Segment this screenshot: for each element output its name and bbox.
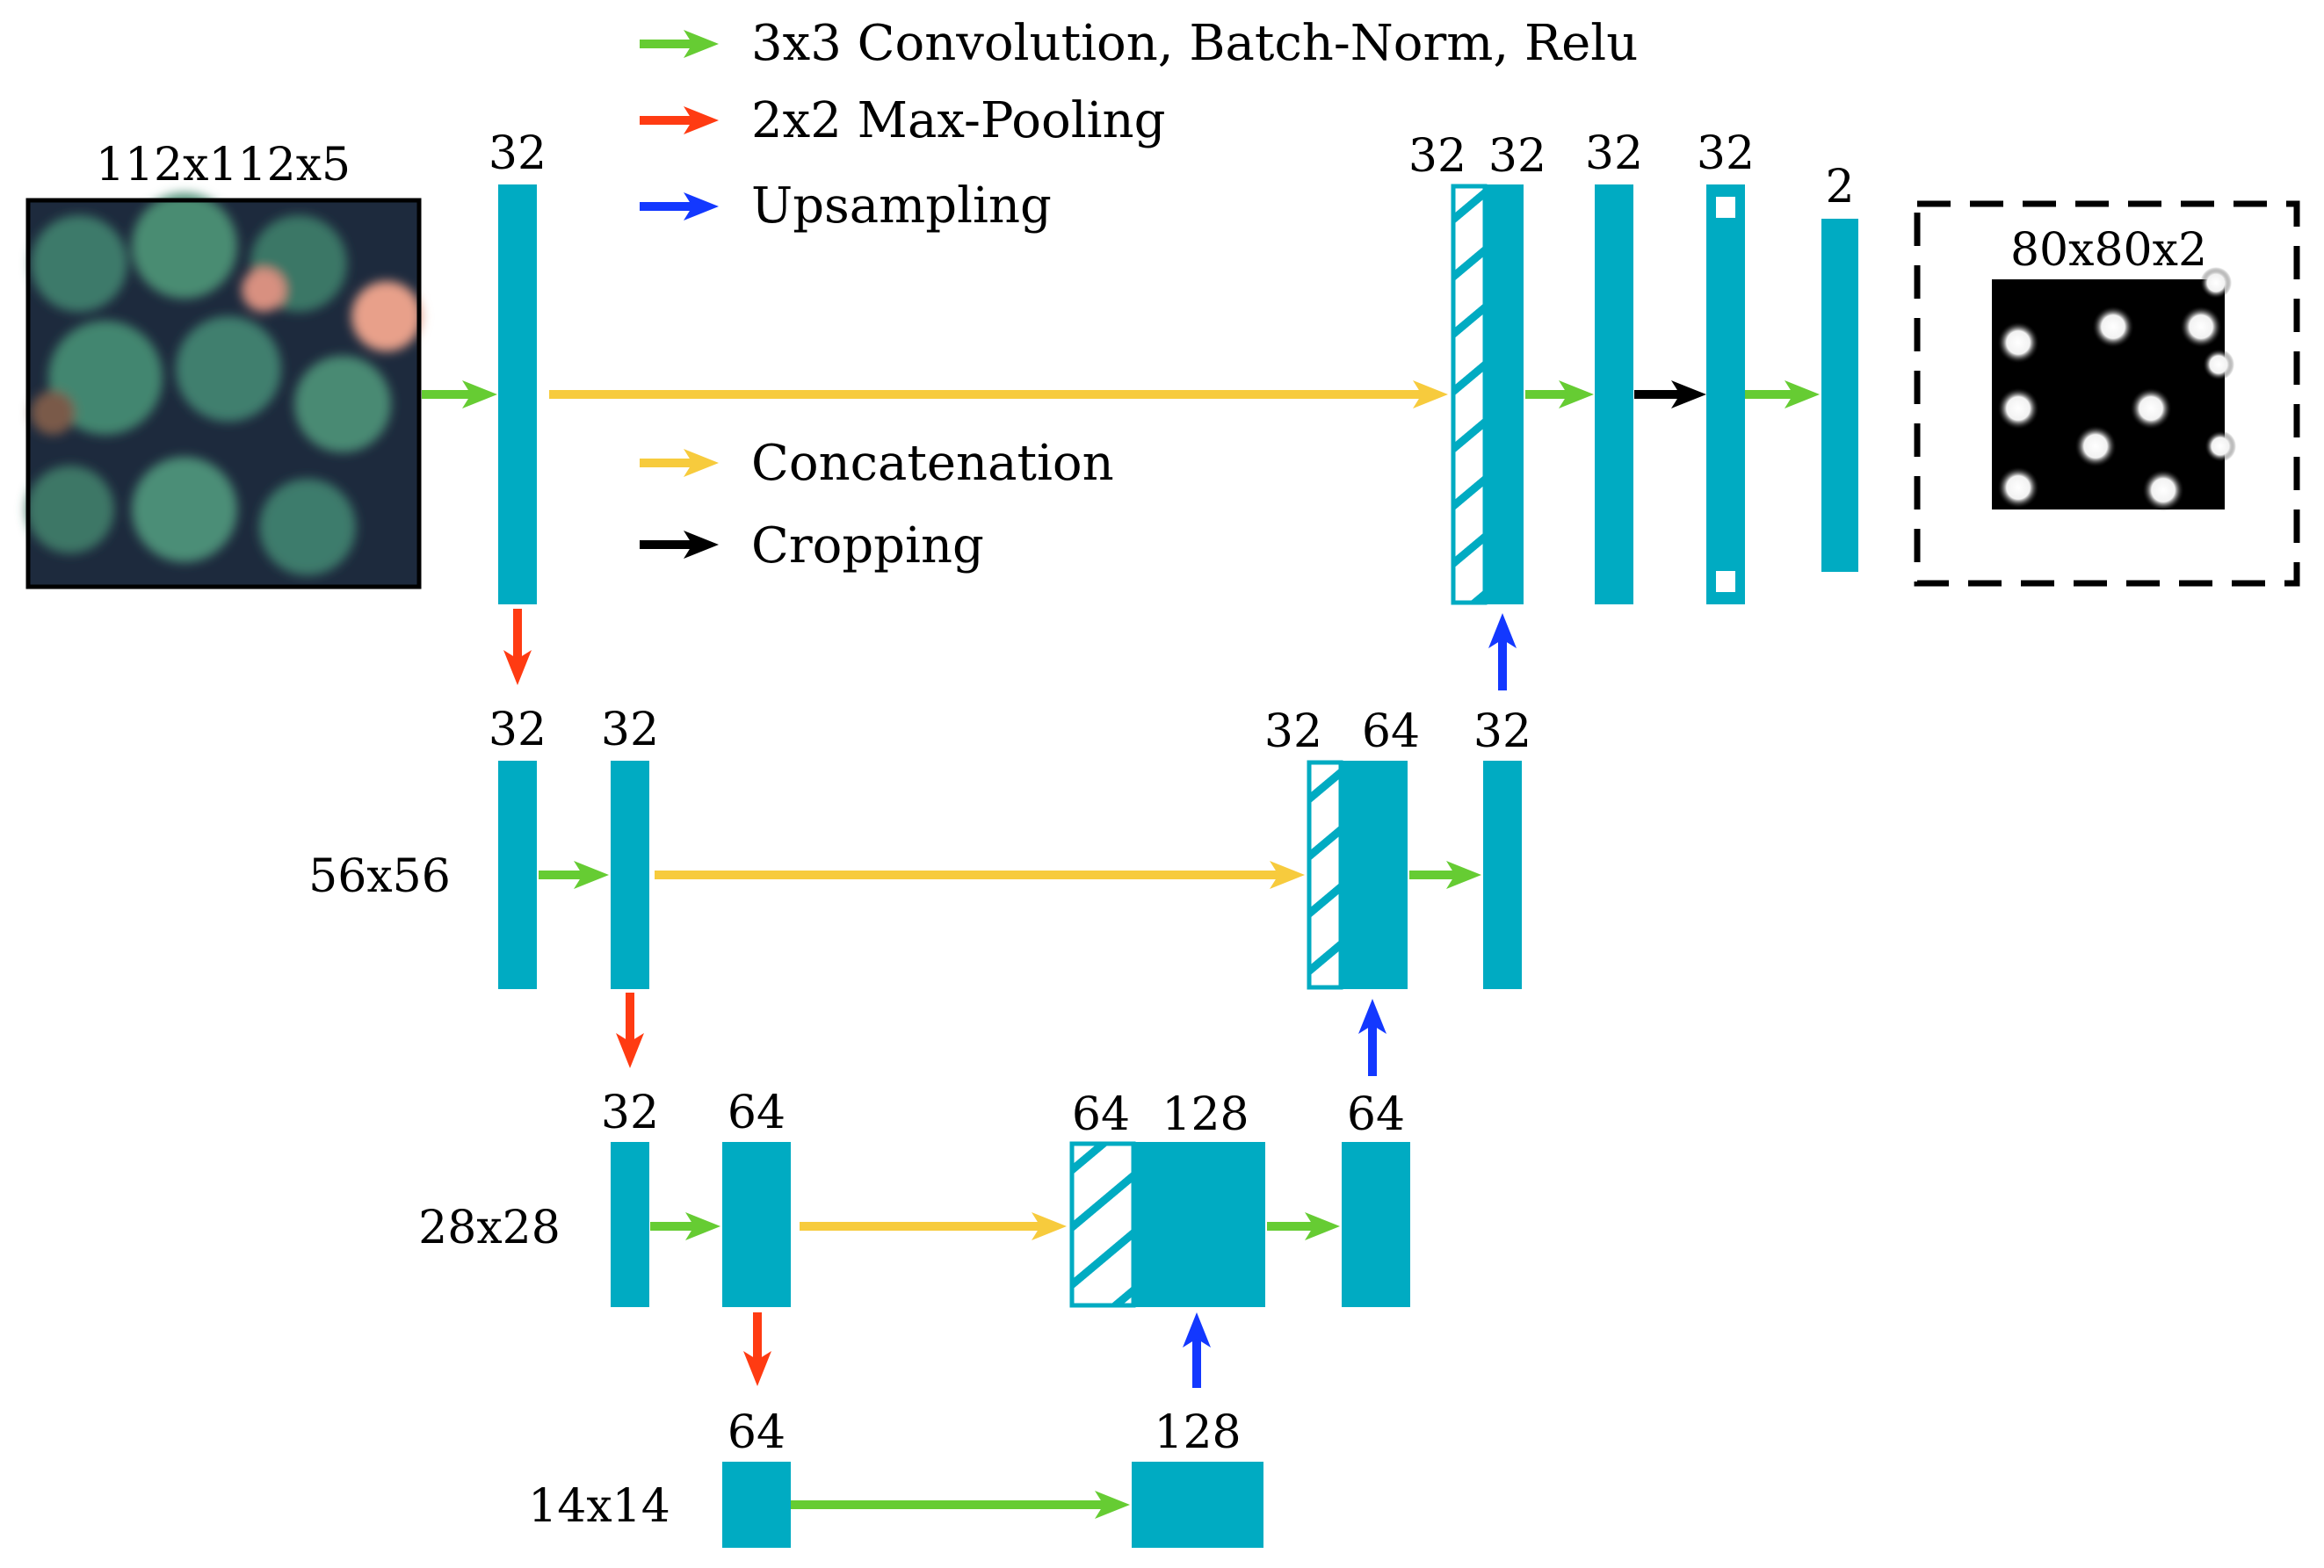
arrow-conv-l2-dec bbox=[1267, 1212, 1340, 1240]
enc-l1-block-b bbox=[611, 761, 649, 989]
arrow-up-1 bbox=[1488, 613, 1517, 690]
enc-l2-a-channels: 32 bbox=[601, 1087, 659, 1139]
output-size-label: 80x80x2 bbox=[2010, 224, 2207, 277]
enc-l3-block bbox=[722, 1462, 791, 1548]
dec-l1-skip-channels: 32 bbox=[1264, 705, 1322, 758]
output-block bbox=[1821, 219, 1858, 572]
bottleneck-block bbox=[1132, 1462, 1263, 1548]
dec-l1-up-channels: 64 bbox=[1362, 705, 1420, 758]
output-channels: 2 bbox=[1825, 161, 1854, 213]
arrow-pool-1 bbox=[503, 609, 532, 685]
dec-top-up-channels: 32 bbox=[1488, 130, 1546, 183]
legend: 3x3 Convolution, Batch-Norm, Relu 2x2 Ma… bbox=[640, 15, 1638, 574]
legend-conv-label: 3x3 Convolution, Batch-Norm, Relu bbox=[751, 15, 1638, 72]
res-28-label: 28x28 bbox=[418, 1202, 561, 1254]
enc-l1-block-a bbox=[498, 761, 537, 989]
enc-top-channels: 32 bbox=[489, 127, 547, 180]
legend-conv: 3x3 Convolution, Batch-Norm, Relu bbox=[640, 15, 1638, 72]
dec-top-conv-block bbox=[1595, 184, 1633, 604]
dec-l2-concat-block bbox=[1069, 1141, 1265, 1308]
arrow-up-3 bbox=[1183, 1312, 1211, 1388]
output-image bbox=[1914, 200, 2300, 587]
dec-top-conv-channels: 32 bbox=[1585, 127, 1643, 180]
dec-l1-concat-block bbox=[1307, 760, 1408, 990]
arrow-pool-3 bbox=[743, 1312, 771, 1386]
enc-l1-b-channels: 32 bbox=[601, 704, 659, 756]
dec-top-concat-block bbox=[1451, 184, 1524, 605]
input-size-label: 112x112x5 bbox=[96, 139, 351, 191]
enc-top-block bbox=[498, 184, 537, 604]
legend-concat: Concatenation bbox=[640, 435, 1114, 492]
dec-l2-conv-block bbox=[1342, 1142, 1410, 1307]
arrow-up-2 bbox=[1358, 999, 1386, 1076]
legend-pool: 2x2 Max-Pooling bbox=[640, 92, 1165, 149]
legend-crop: Cropping bbox=[640, 517, 984, 574]
arrow-crop-top bbox=[1634, 380, 1706, 408]
arrow-concat-l1 bbox=[655, 861, 1305, 889]
legend-pool-label: 2x2 Max-Pooling bbox=[751, 92, 1165, 149]
arrow-conv-l1-enc bbox=[539, 861, 609, 889]
legend-up: Upsampling bbox=[640, 177, 1052, 235]
arrow-conv-top-1 bbox=[1525, 380, 1594, 408]
arrow-conv-top-2 bbox=[1745, 380, 1820, 408]
dec-top-crop-channels: 32 bbox=[1697, 127, 1755, 180]
dec-l2-up-channels: 128 bbox=[1162, 1088, 1249, 1141]
dec-top-skip-channels: 32 bbox=[1408, 130, 1466, 183]
arrow-concat-top bbox=[549, 380, 1448, 408]
dec-l1-conv-channels: 32 bbox=[1473, 705, 1531, 758]
dec-l1-conv-block bbox=[1483, 761, 1522, 989]
aerial-plants-image-icon bbox=[26, 193, 422, 575]
arrow-conv-l3 bbox=[791, 1491, 1130, 1519]
bottleneck-channels: 128 bbox=[1154, 1406, 1241, 1459]
legend-crop-label: Cropping bbox=[751, 517, 984, 574]
arrow-conv-input bbox=[422, 380, 497, 408]
dec-l2-skip-channels: 64 bbox=[1072, 1088, 1130, 1141]
enc-l1-a-channels: 32 bbox=[489, 704, 547, 756]
enc-l3-channels: 64 bbox=[728, 1406, 786, 1459]
enc-l2-block-b bbox=[722, 1142, 791, 1307]
arrow-conv-l2-enc bbox=[650, 1212, 720, 1240]
enc-l2-block-a bbox=[611, 1142, 649, 1307]
legend-up-label: Upsampling bbox=[751, 177, 1052, 235]
res-14-label: 14x14 bbox=[528, 1480, 670, 1533]
input-image bbox=[25, 193, 422, 589]
arrow-concat-l2 bbox=[800, 1212, 1067, 1240]
dec-l2-conv-channels: 64 bbox=[1347, 1088, 1405, 1141]
arrow-pool-2 bbox=[616, 993, 644, 1068]
arrow-conv-l1-dec bbox=[1409, 861, 1481, 889]
dec-top-crop-block bbox=[1706, 184, 1745, 604]
enc-l2-b-channels: 64 bbox=[728, 1087, 786, 1139]
legend-concat-label: Concatenation bbox=[751, 435, 1114, 492]
res-56-label: 56x56 bbox=[308, 850, 451, 903]
